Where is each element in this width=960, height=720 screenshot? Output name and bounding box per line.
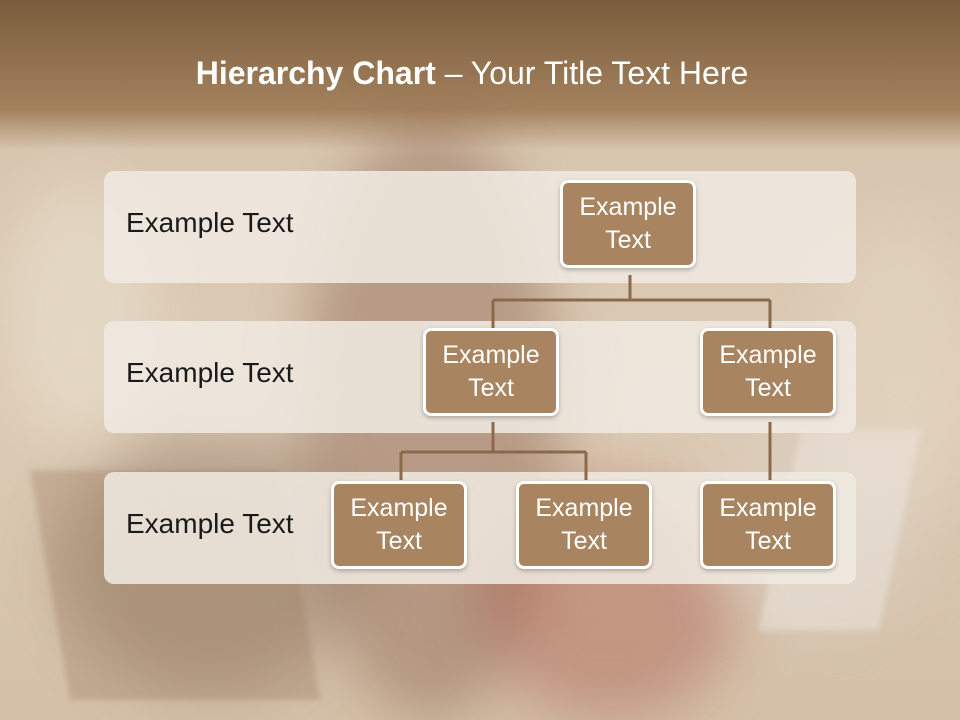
level-band-1: Example Text bbox=[104, 171, 856, 283]
node-level2-left[interactable]: Example Text bbox=[423, 328, 559, 416]
slide-title-bold: Hierarchy Chart bbox=[195, 55, 436, 91]
level-label-2: Example Text bbox=[126, 357, 294, 388]
connector-root-to-level2 bbox=[491, 275, 772, 328]
node-root[interactable]: Example Text bbox=[560, 180, 696, 268]
connector-left-to-level3 bbox=[399, 422, 588, 480]
level-label-1: Example Text bbox=[126, 207, 294, 238]
node-level2-right[interactable]: Example Text bbox=[700, 328, 836, 416]
slide-title-rest: – Your Title Text Here bbox=[435, 55, 749, 91]
node-level3-b[interactable]: Example Text bbox=[516, 481, 652, 569]
node-level3-c[interactable]: Example Text bbox=[700, 481, 836, 569]
level-label-3: Example Text bbox=[126, 508, 294, 539]
node-level3-a[interactable]: Example Text bbox=[331, 481, 467, 569]
slide-title: Hierarchy Chart – Your Title Text Here bbox=[0, 55, 944, 92]
